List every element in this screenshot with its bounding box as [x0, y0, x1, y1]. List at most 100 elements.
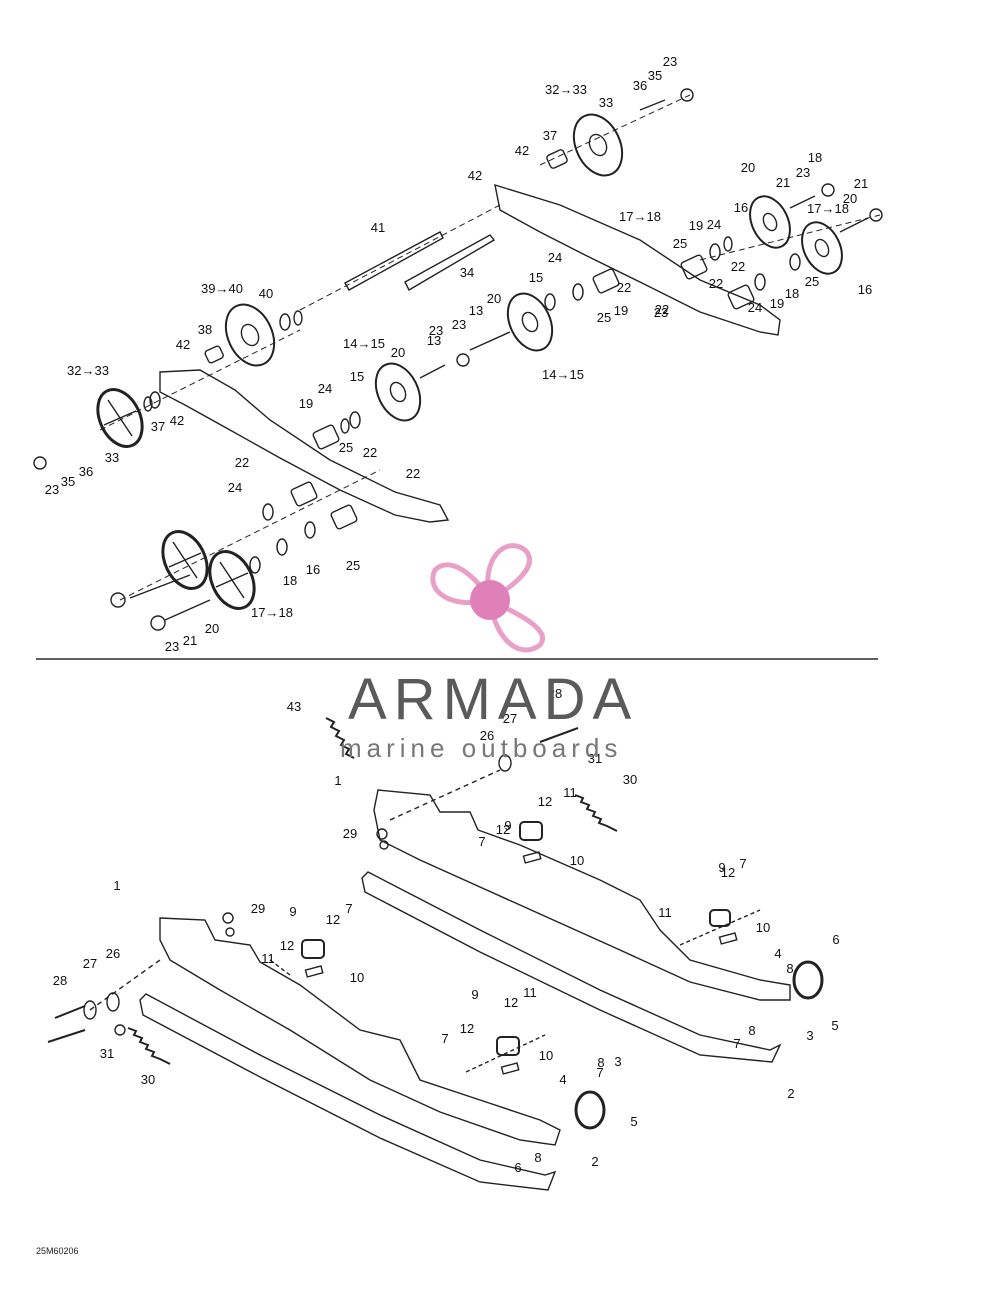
upper-callout-18: 23	[663, 54, 677, 69]
lower-callout-16: 12	[721, 865, 735, 880]
lower-callout-23: 3	[806, 1028, 813, 1043]
bolt-30-right	[574, 794, 618, 832]
lower-callout-47: 8	[534, 1150, 541, 1165]
upper-callout-23: 15	[350, 369, 364, 384]
lower-callout-35: 11	[261, 951, 275, 966]
spring-43	[325, 717, 355, 759]
upper-callout-29: 22	[406, 466, 420, 481]
lower-callout-10: 29	[343, 826, 357, 841]
upper-callout-69: 23	[165, 639, 179, 654]
lower-callout-17: 11	[658, 905, 672, 920]
upper-callout-25: 19	[299, 396, 313, 411]
upper-callout-62: 24	[228, 480, 242, 495]
upper-callout-13: 42	[468, 168, 482, 183]
lower-callout-43: 7	[441, 1031, 448, 1046]
upper-callout-48: 24	[707, 217, 721, 232]
upper-callout-17: 33	[599, 95, 613, 110]
upper-callout-7: 42	[176, 337, 190, 352]
wheel-17-18-right	[801, 221, 843, 275]
lower-callout-44: 12	[460, 1021, 474, 1036]
upper-callout-43: 20	[741, 160, 755, 175]
upper-callout-63: 16	[306, 562, 320, 577]
lower-callout-42: 11	[523, 985, 537, 1000]
upper-callout-60: 19	[770, 296, 784, 311]
upper-callout-55: 17→18	[807, 201, 849, 216]
lower-callout-25: 7	[733, 1036, 740, 1051]
lower-callout-45: 10	[539, 1048, 553, 1063]
lower-callout-7: 9	[504, 818, 511, 833]
lower-callout-0: 43	[287, 699, 301, 714]
lower-callout-37: 10	[350, 970, 364, 985]
upper-callout-19: 35	[648, 68, 662, 83]
lower-callout-28: 29	[251, 901, 265, 916]
upper-callout-27: 25	[339, 440, 353, 455]
lower-callout-1: 28	[548, 686, 562, 701]
lower-callout-39: 30	[141, 1072, 155, 1087]
lower-callout-2: 27	[503, 711, 517, 726]
lower-callout-46: 4	[559, 1072, 566, 1087]
upper-callout-11: 40	[259, 286, 273, 301]
lower-callout-27: 1	[113, 878, 120, 893]
lower-callout-33: 27	[83, 956, 97, 971]
lower-callout-26: 2	[787, 1086, 794, 1101]
rail-frame-left	[159, 917, 561, 1146]
frame-arm-rear-right	[494, 183, 781, 336]
upper-callout-47: 16	[734, 200, 748, 215]
lower-callout-8: 12	[496, 822, 510, 837]
lower-callout-12: 10	[570, 853, 584, 868]
upper-callout-65: 25	[346, 558, 360, 573]
wheel-32-33-left	[96, 388, 144, 448]
lower-callout-32: 28	[53, 973, 67, 988]
upper-callout-49: 19	[689, 218, 703, 233]
upper-callout-3: 32→33	[67, 363, 109, 378]
lower-callout-19: 4	[774, 946, 781, 961]
upper-callout-41: 22	[655, 302, 669, 317]
upper-callout-24: 24	[318, 381, 332, 396]
upper-callout-53: 21	[854, 176, 868, 191]
upper-callout-10: 39→40	[201, 281, 243, 296]
upper-callout-33: 13	[469, 303, 483, 318]
upper-callout-42: 17→18	[619, 209, 661, 224]
upper-callout-54: 20	[843, 191, 857, 206]
upper-assembly	[33, 88, 883, 631]
lower-callout-24: 8	[748, 1023, 755, 1038]
axle-41	[344, 231, 444, 291]
lower-assembly	[47, 717, 824, 1191]
frame-arm-front-left	[159, 369, 450, 523]
watermark-tagline: marine outboards	[340, 733, 623, 763]
upper-callout-2: 36	[79, 464, 93, 479]
drawing-code: 25M60206	[36, 1246, 79, 1256]
upper-callout-59: 24	[748, 300, 762, 315]
upper-callout-57: 18	[785, 286, 799, 301]
lower-callout-5: 30	[623, 772, 637, 787]
upper-callout-40: 22	[617, 280, 631, 295]
wheel-17-18-lower-a	[161, 530, 209, 590]
lower-callout-14: 9	[718, 860, 725, 875]
lower-callout-41: 12	[504, 995, 518, 1010]
wheel-17-18-upper	[749, 195, 791, 249]
slider-left	[139, 993, 557, 1191]
wheel-14-15-mid	[374, 362, 422, 422]
lower-callout-36: 12	[326, 912, 340, 927]
upper-callout-31: 23	[429, 323, 443, 338]
lower-callout-51: 8	[597, 1055, 604, 1070]
lower-callout-48: 7	[596, 1065, 603, 1080]
upper-callout-14: 32→33	[545, 82, 587, 97]
lower-callout-21: 6	[832, 932, 839, 947]
upper-callout-32: 23	[452, 317, 466, 332]
upper-callout-0: 23	[45, 482, 59, 497]
upper-callout-46: 18	[808, 150, 822, 165]
lower-callout-20: 8	[786, 961, 793, 976]
lower-callout-34: 26	[106, 946, 120, 961]
upper-callout-52: 23	[654, 305, 668, 320]
upper-callout-12: 38	[198, 322, 212, 337]
upper-callout-9: 34	[460, 265, 474, 280]
upper-callout-68: 21	[183, 633, 197, 648]
upper-callout-26: 22	[235, 455, 249, 470]
upper-callout-58: 25	[805, 274, 819, 289]
upper-callout-38: 25	[597, 310, 611, 325]
lower-callout-22: 5	[831, 1018, 838, 1033]
